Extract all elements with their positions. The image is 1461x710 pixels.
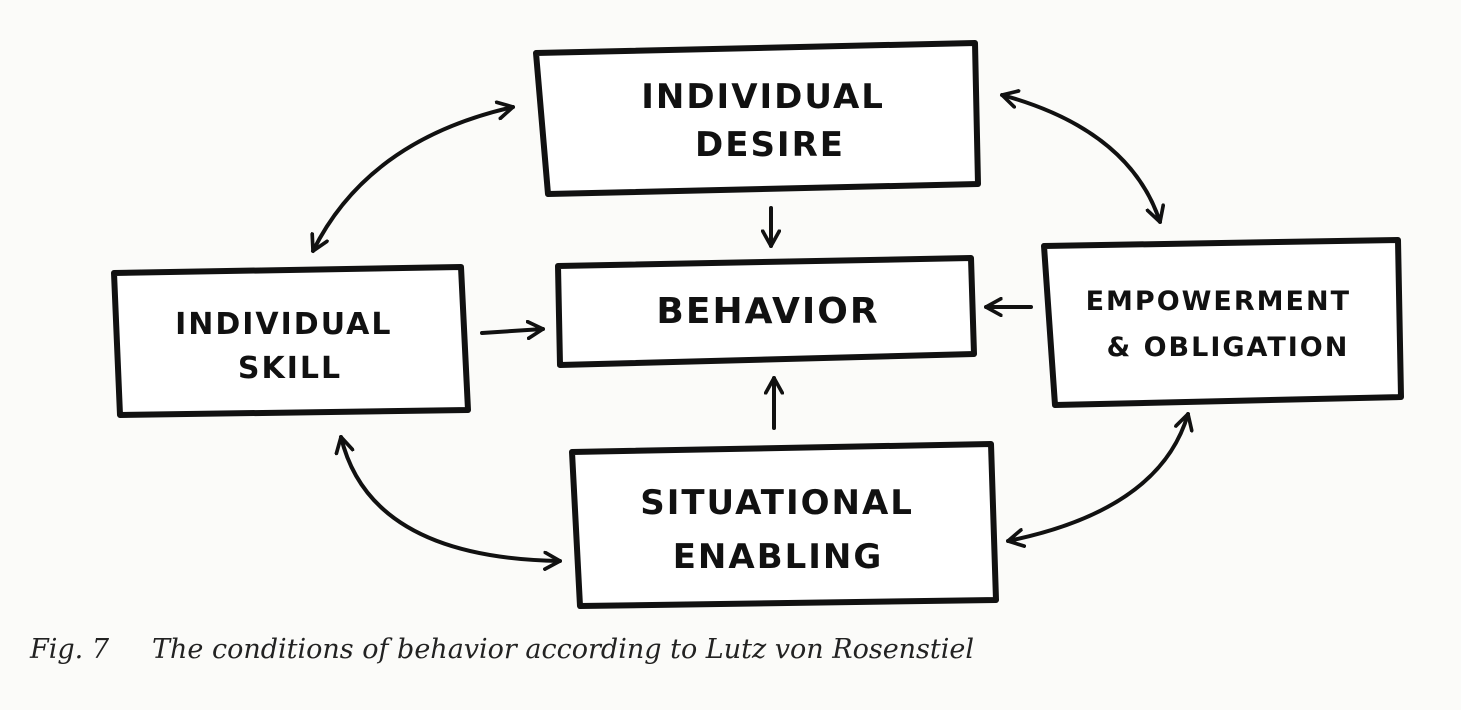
node-label-line: INDIVIDUAL <box>175 307 392 342</box>
node-situational-enabling: SITUATIONAL ENABLING <box>569 441 999 609</box>
svg-text:INDIVIDUAL SKILL: INDIVIDUAL SKILL <box>175 307 405 386</box>
node-individual-desire: INDIVIDUAL DESIRE <box>533 40 981 197</box>
node-label-line: DESIRE <box>695 125 845 165</box>
figure-number: Fig. 7 <box>30 634 109 665</box>
node-label-line: & OBLIGATION <box>1107 332 1350 363</box>
arrow-skill-to-behavior <box>480 329 545 333</box>
arrow-skill-desire <box>313 107 515 253</box>
node-empowerment-obligation: EMPOWERMENT & OBLIGATION <box>1041 237 1404 408</box>
node-behavior: BEHAVIOR <box>555 255 977 368</box>
node-label-line: BEHAVIOR <box>656 291 879 332</box>
arrow-enabling-empowerment <box>1006 412 1188 541</box>
svg-text:SITUATIONAL ENABLING: SITUATIONAL ENABLING <box>640 483 928 577</box>
svg-text:INDIVIDUAL DESIRE: INDIVIDUAL DESIRE <box>641 77 899 165</box>
svg-text:EMPOWERMENT & OBLIGATION: EMPOWERMENT & OBLIGATION <box>1086 286 1363 363</box>
node-individual-skill: INDIVIDUAL SKILL <box>111 264 471 418</box>
arrow-skill-enabling <box>341 435 562 561</box>
node-label-line: ENABLING <box>673 537 884 577</box>
svg-text:BEHAVIOR: BEHAVIOR <box>656 291 879 332</box>
figure-caption: Fig. 7 The conditions of behavior accordi… <box>30 634 974 665</box>
node-label-line: INDIVIDUAL <box>641 77 885 117</box>
node-label-line: SKILL <box>238 351 342 386</box>
figure-caption-text: The conditions of behavior according to … <box>152 634 975 665</box>
node-label-line: EMPOWERMENT <box>1086 286 1351 317</box>
node-label-line: SITUATIONAL <box>640 483 914 523</box>
arrow-desire-empowerment <box>1000 95 1160 224</box>
